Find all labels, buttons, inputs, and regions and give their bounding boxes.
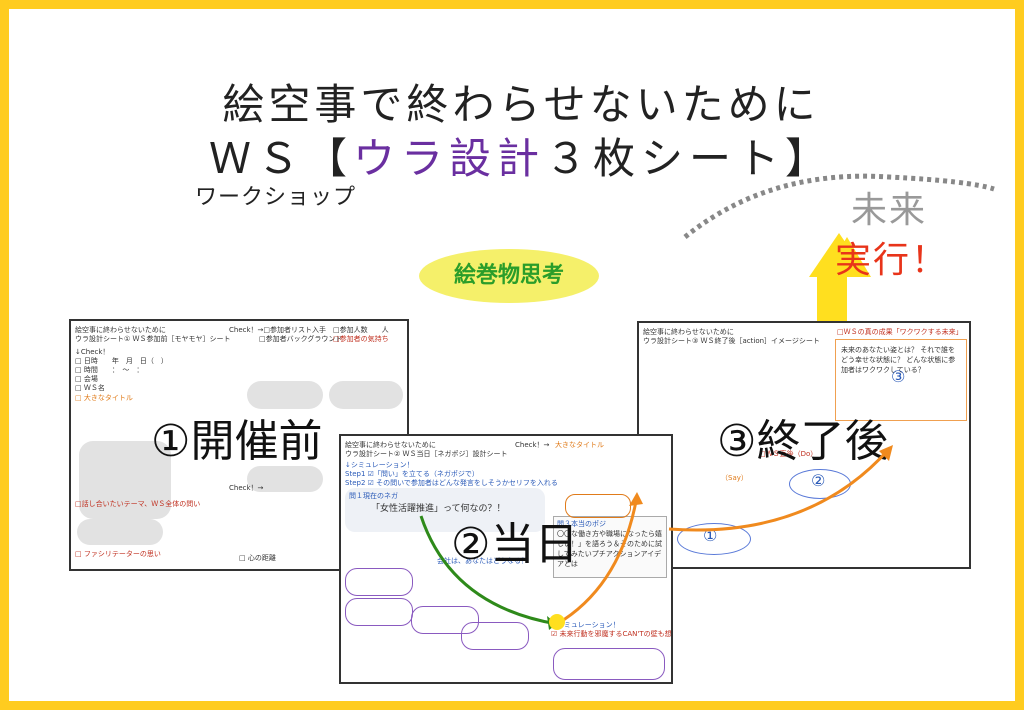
step1-ellipse — [677, 523, 751, 555]
checklist-item: ↓Check！ — [75, 348, 110, 356]
sheet-during-header2: ウラ設計シート② ＷＳ当日［ネガポジ］設計シート — [345, 450, 508, 458]
speech-bubble — [565, 494, 631, 518]
sheet-after-result-q: 未来のあなたい姿とは？ それで誰をどう幸せな状態に？ どんな状態に参加者はワクワ… — [841, 346, 956, 374]
result-box — [835, 339, 967, 421]
sheet-before-label: ①開催前 — [151, 416, 323, 467]
sheet-before-check: Check！→□参加者リスト入手 — [229, 326, 327, 334]
sheet-after-header1: 絵空事に終わらせないために — [643, 328, 734, 336]
green-curve — [419, 515, 558, 626]
sheet-during-q1-text: 「女性活躍推進」って何なの？！ — [371, 504, 506, 514]
sheet-after-header2: ウラ設計シート③ ＷＳ終了後［action］イメージシート — [643, 337, 820, 345]
step-number-3: ③ — [891, 367, 906, 386]
speech-bubble — [411, 606, 479, 634]
orange-curve — [556, 495, 639, 626]
checklist-item: □ 時間 ： 〜 ： — [75, 366, 144, 374]
sheet-during-q3-text: 〇〇な働き方や職場になったら嬉しい！」を語ろう＆そのために試してみたいプチアクシ… — [557, 530, 662, 568]
pos-box — [553, 516, 667, 578]
sheet-before-check3: □参加人数 人 — [333, 326, 389, 334]
sheet-before-check-bottom: Check！→ — [229, 484, 264, 492]
sheet-before-theme: □話し合いたいテーマ、ＷＳ全体の問い — [75, 500, 201, 508]
main-title-line1: 絵空事で終わらせないために — [222, 80, 820, 129]
sheet-before-header2: ウラ設計シート① ＷＳ参加前［モヤモヤ］シート — [75, 335, 231, 343]
sheet-during-cant: ☑ 未来行動を邪魔するCAN'Tの壁も想定 — [551, 630, 673, 638]
sheet-during: 絵空事に終わらせないために ウラ設計シート② ＷＳ当日［ネガポジ］設計シート C… — [339, 434, 673, 684]
sheet-before-check2: □参加者バックグラウンド — [259, 335, 343, 343]
sheet-after: 絵空事に終わらせないために ウラ設計シート③ ＷＳ終了後［action］イメージ… — [637, 321, 971, 569]
main-title-line2: ＷＳ【ウラ設計３枚シート】 — [9, 125, 1015, 186]
speech-bubble — [345, 568, 413, 596]
orange-flow-arrowhead — [879, 445, 893, 461]
speech-bubble — [461, 622, 529, 650]
yellow-arrow-up — [817, 237, 871, 327]
cloud-shape — [77, 519, 163, 545]
cloud-shape — [247, 466, 323, 492]
sheet-during-sim: ↓シミュレーション！ — [345, 461, 414, 469]
checklist-item: □ 会場 — [75, 375, 98, 383]
future-label: 未来 — [851, 190, 928, 231]
emaki-bubble: 絵巻物思考 — [419, 249, 599, 303]
cloud-shape — [247, 381, 323, 409]
cloud-shape — [79, 441, 171, 519]
sheet-before-heart: □ 心の距離 — [239, 554, 276, 562]
neg-box — [345, 488, 545, 532]
sheet-during-header1: 絵空事に終わらせないために — [345, 441, 436, 449]
sheet-during-q2-text: 会社は、あなたはどうなる？ — [437, 557, 528, 565]
arrows-layer — [683, 173, 995, 327]
checklist-item: □ ＷＳ名 — [75, 384, 105, 392]
sheet-during-q1: 問１現在のネガ — [349, 492, 398, 500]
orange-arrowhead — [629, 492, 643, 506]
sheet-during-sim2: ↓シミュレーション！ — [551, 621, 620, 629]
cross-sheet-arrow — [668, 445, 893, 532]
dotted-arc — [683, 173, 995, 239]
title-suffix: ３枚シート】 — [545, 134, 834, 183]
sheet-after-say: （Say） — [721, 474, 748, 482]
sheet-before-check4: □参加者の気持ち — [333, 335, 389, 343]
sheet-during-step1: Step1 ☑「問い」を立てる（ネガポジで） — [345, 470, 479, 478]
action-label: 実行！ — [835, 240, 950, 281]
title-accent: ウラ設計 — [352, 134, 545, 183]
during-curves — [419, 492, 643, 630]
sheet-before-header1: 絵空事に終わらせないために — [75, 326, 166, 334]
sheet-before-big-title: □ 大きなタイトル — [75, 394, 133, 402]
subtitle-workshop: ワークショップ — [195, 185, 357, 210]
step-number-2: ② — [811, 471, 826, 490]
sheet-after-ws-after: □ＷＳ直後（Do） — [759, 450, 818, 458]
sheet-after-label: ③終了後 — [717, 416, 889, 467]
checklist-item: □ 日時 年 月 日（ ） — [75, 357, 168, 365]
cloud-shape — [329, 381, 403, 409]
spark-icon — [549, 614, 565, 630]
sheet-before-facilitator: □ ファシリテーターの思い — [75, 550, 161, 558]
title-prefix: ＷＳ【 — [208, 134, 353, 183]
orange-flow-curve — [668, 448, 891, 532]
yellow-arrow-head — [809, 233, 869, 277]
sheet-during-check: Check！→ — [515, 441, 550, 449]
sheet-during-step2: Step2 ☑ その問いで参加者はどんな発言をしそうかセリフを入れる — [345, 479, 558, 487]
sheet-during-label: ②当日 — [451, 519, 579, 570]
sheet-after-result: □ＷＳの真の成果「ワクワクする未来」 — [837, 328, 963, 336]
speech-bubble — [553, 648, 665, 680]
sheet-during-q3: 問３本当のポジ — [557, 520, 606, 528]
sheet-during-big-title: 大きなタイトル — [555, 441, 604, 449]
